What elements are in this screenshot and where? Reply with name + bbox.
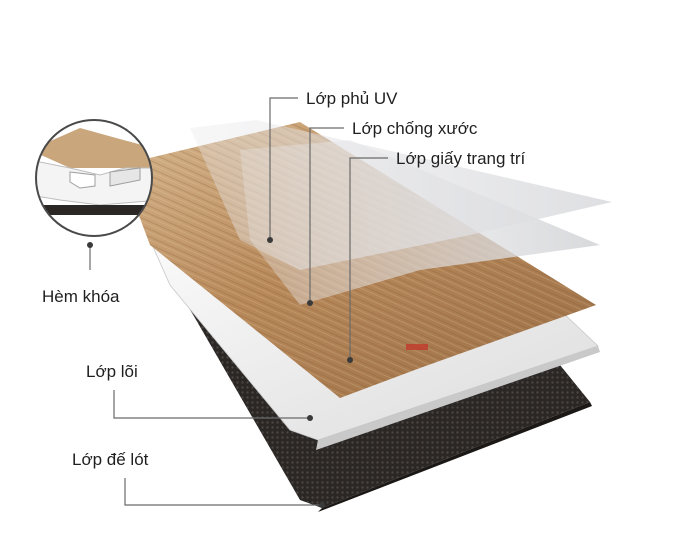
label-decor-paper-layer: Lớp giấy trang trí xyxy=(396,149,526,168)
leader-lines xyxy=(89,97,388,506)
label-uv-layer: Lớp phủ UV xyxy=(306,89,398,108)
lock-joint-magnifier xyxy=(35,119,153,237)
label-backing-layer: Lớp đế lót xyxy=(72,450,149,469)
uv-layer xyxy=(190,120,612,270)
dot-backing xyxy=(319,502,325,508)
leader-uv xyxy=(269,97,298,240)
leader-dots xyxy=(87,237,353,508)
brand-logo xyxy=(406,344,428,350)
leader-decor xyxy=(349,157,388,360)
core-layer-edge xyxy=(316,346,600,450)
label-lock-joint: Hèm khóa xyxy=(42,287,120,306)
label-core-layer: Lớp lõi xyxy=(86,362,138,381)
label-scratch-layer: Lớp chống xước xyxy=(352,119,478,138)
dot-scratch xyxy=(307,300,313,306)
leader-backing xyxy=(124,478,322,506)
dot-decor xyxy=(347,357,353,363)
leader-scratch xyxy=(309,127,344,303)
leader-core xyxy=(113,390,310,419)
dot-core xyxy=(307,415,313,421)
dot-lock xyxy=(87,242,93,248)
dot-uv xyxy=(267,237,273,243)
backing-layer-edge xyxy=(318,402,592,512)
